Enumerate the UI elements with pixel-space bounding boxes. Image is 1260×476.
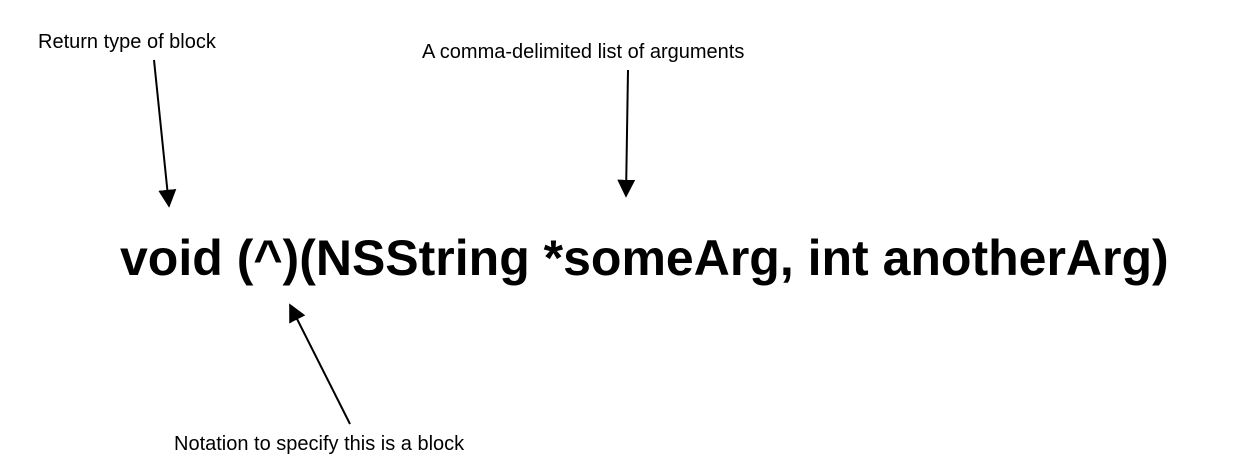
- return-type-token: void: [120, 230, 223, 286]
- arguments-annotation: A comma-delimited list of arguments: [422, 41, 745, 63]
- return-type-annotation: Return type of block: [38, 31, 216, 53]
- caret-token: (^): [236, 230, 300, 286]
- block-declaration: void (^)(NSString *someArg, int anotherA…: [120, 228, 1169, 288]
- arguments-token: (NSString *someArg, int anotherArg): [299, 230, 1169, 286]
- return-type-arrow: [153, 59, 177, 208]
- notation-annotation: Notation to specify this is a block: [174, 433, 465, 455]
- arguments-arrow: [617, 69, 636, 198]
- notation-arrow: [289, 303, 351, 425]
